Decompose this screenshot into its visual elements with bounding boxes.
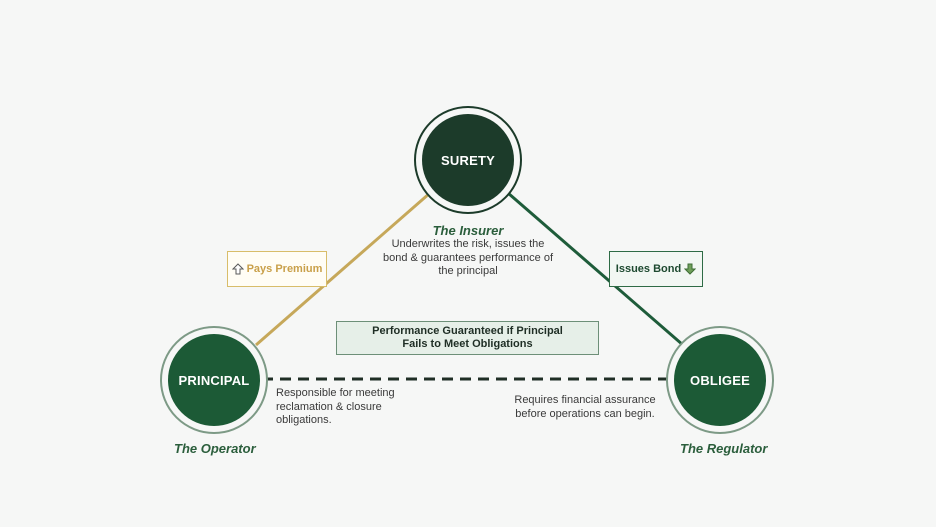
premium-connector-line [255, 191, 431, 347]
surety-role: The Insurer [432, 223, 504, 238]
obligee-role: The Regulator [680, 441, 768, 456]
surety-description: Underwrites the risk, issues the bond & … [383, 238, 554, 277]
principal-node: PRINCIPAL [160, 326, 268, 434]
guarantee-note-line2: Fails to Meet Obligations [402, 338, 533, 350]
guarantee-note-box: Performance Guaranteed if Principal Fail… [336, 321, 599, 355]
surety-node: SURETY [414, 106, 522, 214]
issues-bond-label: Issues Bond [615, 263, 682, 275]
arrow-down-icon [684, 263, 697, 275]
principal-title: PRINCIPAL [178, 372, 250, 388]
guarantee-note-line1: Performance Guaranteed if Principal [372, 325, 563, 337]
pays-premium-label: Pays Premium [246, 263, 323, 275]
surety-title: SURETY [441, 152, 495, 168]
pays-premium-tag: Pays Premium [227, 251, 327, 287]
principal-description: Responsible for meeting reclamation & cl… [276, 387, 395, 426]
obligee-title: OBLIGEE [690, 372, 750, 388]
arrow-up-icon [231, 263, 244, 275]
issues-bond-tag: Issues Bond [609, 251, 703, 287]
principal-role: The Operator [174, 441, 256, 456]
obligee-node: OBLIGEE [666, 326, 774, 434]
bond-connector-line [507, 191, 684, 347]
obligee-description: Requires financial assurance before oper… [514, 394, 656, 420]
